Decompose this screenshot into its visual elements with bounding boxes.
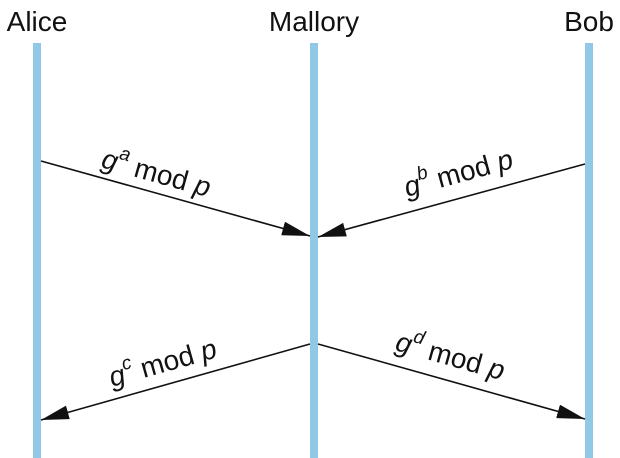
bob-label: Bob	[564, 6, 614, 37]
mallory-label: Mallory	[269, 6, 359, 37]
message-arrow-mallory-to-bob	[317, 343, 586, 420]
message-arrow-alice-to-mallory	[40, 160, 311, 237]
message-label-mallory-to-alice: gc mod p	[104, 329, 220, 393]
message-arrow-mallory-to-alice	[40, 343, 311, 421]
message-label-bob-to-mallory: gb mod p	[399, 140, 516, 203]
message-arrow-bob-to-mallory	[317, 163, 586, 238]
alice-label: Alice	[7, 6, 68, 37]
message-label-mallory-to-bob: gd mod p	[392, 322, 509, 386]
